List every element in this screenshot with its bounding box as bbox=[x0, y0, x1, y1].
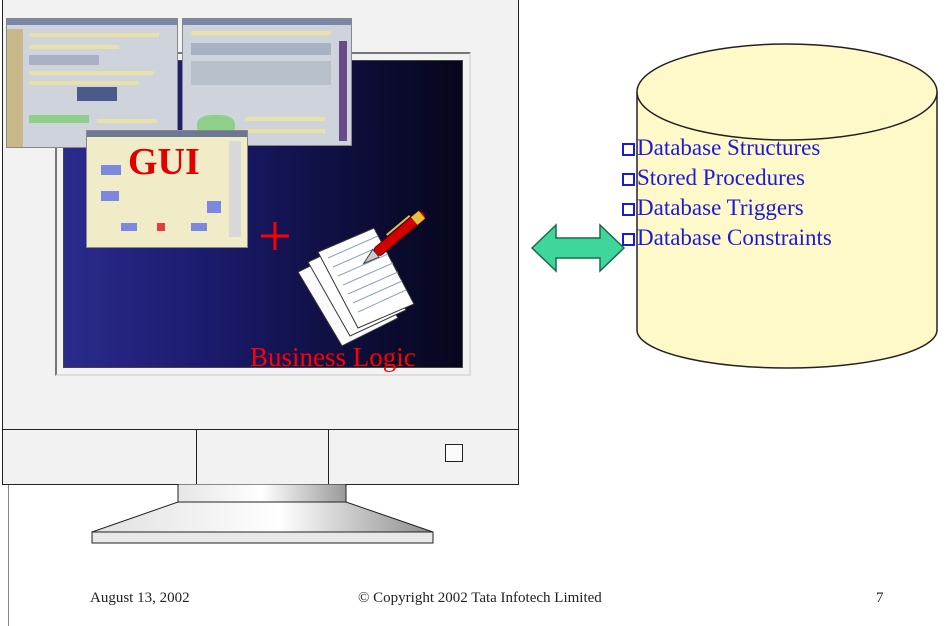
list-item-label: Database Structures bbox=[637, 135, 821, 160]
list-item-label: Database Constraints bbox=[637, 225, 832, 250]
screenshot-thumbnail-gui-diagram bbox=[86, 130, 248, 248]
footer-page-number: 7 bbox=[876, 590, 884, 606]
papers-icon bbox=[297, 227, 415, 347]
monitor-stand bbox=[91, 484, 434, 544]
checkbox-icon bbox=[622, 142, 635, 156]
sync-arrow-icon bbox=[530, 223, 626, 273]
pen-icon bbox=[362, 210, 426, 265]
gui-label: GUI bbox=[128, 141, 200, 183]
checkbox-icon bbox=[622, 172, 635, 186]
footer-date: August 13, 2002 bbox=[90, 590, 190, 606]
screenshot-thumbnail-main-form bbox=[6, 18, 178, 148]
monitor-base-strip bbox=[2, 430, 519, 485]
database-items-list: Database Structures Stored Procedures Da… bbox=[622, 133, 832, 253]
power-button-icon bbox=[445, 444, 463, 462]
monitor-divider-left bbox=[196, 430, 197, 485]
checkbox-icon bbox=[622, 232, 635, 246]
list-item-label: Stored Procedures bbox=[637, 165, 805, 190]
list-item: Database Triggers bbox=[622, 193, 832, 223]
business-logic-label: Business Logic bbox=[250, 342, 416, 372]
screenshot-thumbnail-data-grid bbox=[182, 18, 352, 146]
footer-copyright: © Copyright 2002 Tata Infotech Limited bbox=[358, 590, 602, 606]
list-item: Database Constraints bbox=[622, 223, 832, 253]
checkbox-icon bbox=[622, 202, 635, 216]
database-cylinder-icon bbox=[636, 43, 938, 369]
list-item-label: Database Triggers bbox=[637, 195, 804, 220]
list-item: Database Structures bbox=[622, 133, 832, 163]
monitor-divider-right bbox=[328, 430, 329, 485]
plus-sign: + bbox=[258, 203, 292, 269]
list-item: Stored Procedures bbox=[622, 163, 832, 193]
